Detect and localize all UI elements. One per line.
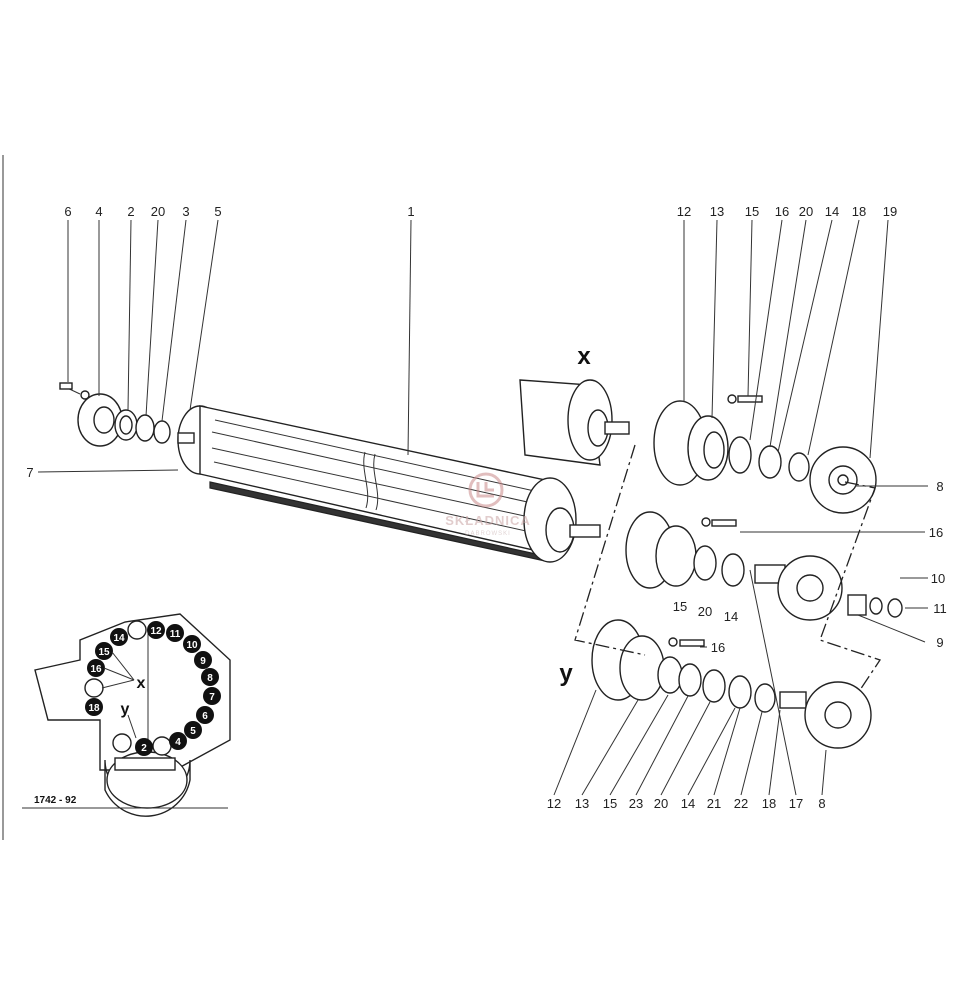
label-right-8: 8	[936, 479, 943, 494]
label-top-5: 5	[214, 204, 221, 219]
svg-text:18: 18	[88, 703, 100, 714]
assembly-x-roller	[519, 379, 630, 466]
inset-chip-7: 7	[203, 687, 221, 705]
inset-chip-8: 8	[201, 668, 219, 686]
label-mid-14: 14	[724, 609, 738, 624]
watermark-logo-icon	[468, 472, 504, 508]
label-right-11: 11	[933, 601, 947, 616]
label-right-9: 9	[936, 635, 943, 650]
label-bottom-20: 20	[654, 796, 668, 811]
inset-chip-2: 2	[135, 738, 153, 756]
inset-y-label: y	[121, 701, 130, 718]
svg-text:14: 14	[113, 633, 125, 644]
svg-text:9: 9	[200, 656, 206, 667]
label-bottom-23: 23	[629, 796, 643, 811]
label-tr-18: 18	[852, 204, 866, 219]
label-top-3: 3	[182, 204, 189, 219]
svg-text:10: 10	[186, 640, 198, 651]
label-top-20: 20	[151, 204, 165, 219]
svg-text:6: 6	[202, 711, 208, 722]
inset-chip-6: 6	[196, 706, 214, 724]
assembly-x-parts	[653, 394, 877, 514]
inset-chip-12: 12	[147, 621, 165, 639]
part-18-ring-x	[788, 452, 810, 482]
part-4-washer	[80, 390, 90, 400]
label-bottom-12: 12	[547, 796, 561, 811]
part-10-washer	[869, 597, 883, 615]
svg-text:8: 8	[207, 673, 213, 684]
svg-text:4: 4	[175, 737, 181, 748]
left-end-parts	[59, 382, 171, 447]
label-bottom-13: 13	[575, 796, 589, 811]
label-tr-16: 16	[775, 204, 789, 219]
svg-text:7: 7	[209, 692, 215, 703]
label-top-2: 2	[127, 204, 134, 219]
label-tr-19: 19	[883, 204, 897, 219]
part-11-nut	[887, 598, 903, 618]
label-tr-13: 13	[710, 204, 724, 219]
label-tr-20: 20	[799, 204, 813, 219]
label-bottom-8: 8	[818, 796, 825, 811]
label-side-7: 7	[26, 465, 33, 480]
main-roller	[177, 405, 601, 563]
inset-chip-5: 5	[184, 721, 202, 739]
label-mid-15: 15	[673, 599, 687, 614]
inset-chip-15: 15	[95, 642, 113, 660]
label-top-6: 6	[64, 204, 71, 219]
inset-chip-14: 14	[110, 628, 128, 646]
watermark-subtitle: DĄBROWSKI	[465, 531, 511, 537]
label-bottom-18: 18	[762, 796, 776, 811]
inset-chip-11: 11	[166, 624, 184, 642]
assembly-y-parts	[591, 619, 872, 749]
drawing-number: 1742 - 92	[34, 795, 77, 806]
part-20-ring-x	[728, 436, 752, 474]
inset-chip-10: 10	[183, 635, 201, 653]
part-9-spacer	[847, 594, 867, 616]
label-bottom-14: 14	[681, 796, 695, 811]
part-14-bearing-x	[758, 445, 782, 479]
svg-text:5: 5	[190, 726, 196, 737]
part-20-ring	[135, 414, 155, 442]
inset-chip-4: 4	[169, 732, 187, 750]
svg-text:15: 15	[98, 647, 110, 658]
part-6-bolt	[59, 382, 73, 390]
svg-text:16: 16	[90, 664, 102, 675]
label-mid-16: 16	[711, 640, 725, 655]
label-mid-20: 20	[698, 604, 712, 619]
label-bottom-22: 22	[734, 796, 748, 811]
label-bottom-15: 15	[603, 796, 617, 811]
assembly-y-label: y	[559, 660, 573, 687]
inset-diagram: 12 11 10 9 8 7 6 5 4 2 14 15 16 18 x y	[22, 613, 231, 817]
label-tr-14: 14	[825, 204, 839, 219]
label-right-16: 16	[929, 525, 943, 540]
label-right-10: 10	[931, 571, 945, 586]
part-3-ring	[153, 420, 171, 444]
label-top-4: 4	[95, 204, 102, 219]
svg-text:12: 12	[150, 626, 162, 637]
label-top-1: 1	[407, 204, 414, 219]
label-tr-12: 12	[677, 204, 691, 219]
part-16-washer	[727, 394, 737, 404]
middle-parts	[625, 511, 903, 621]
inset-chip-9: 9	[194, 651, 212, 669]
watermark: SKŁADNICA DĄBROWSKI	[445, 472, 531, 537]
svg-text:11: 11	[170, 629, 181, 640]
label-bottom-21: 21	[707, 796, 721, 811]
label-bottom-17: 17	[789, 796, 803, 811]
part-15-bolt	[737, 395, 763, 403]
leader-lines	[37, 219, 928, 796]
assembly-x-label: x	[577, 343, 591, 370]
inset-x-label: x	[137, 675, 146, 692]
inset-chip-16: 16	[87, 659, 105, 677]
watermark-title: SKŁADNICA	[445, 513, 531, 528]
svg-text:2: 2	[141, 743, 147, 754]
label-tr-15: 15	[745, 204, 759, 219]
inset-chip-18: 18	[85, 698, 103, 716]
